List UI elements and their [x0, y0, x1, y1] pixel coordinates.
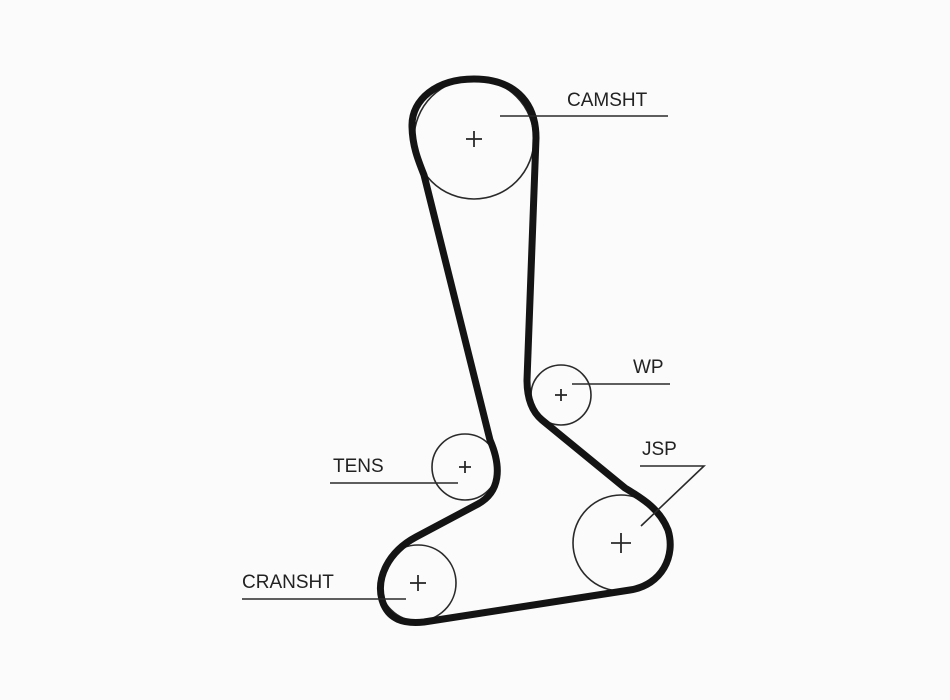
water-pump-label: WP [633, 357, 664, 378]
jsp-leader-line [640, 465, 706, 527]
camshaft-pulley [413, 78, 535, 200]
crankshaft-label: CRANSHT [242, 572, 334, 593]
jsp-label: JSP [642, 439, 677, 460]
tensioner-label: TENS [333, 456, 384, 477]
timing-belt [377, 75, 674, 626]
camshaft-label: CAMSHT [567, 90, 648, 111]
